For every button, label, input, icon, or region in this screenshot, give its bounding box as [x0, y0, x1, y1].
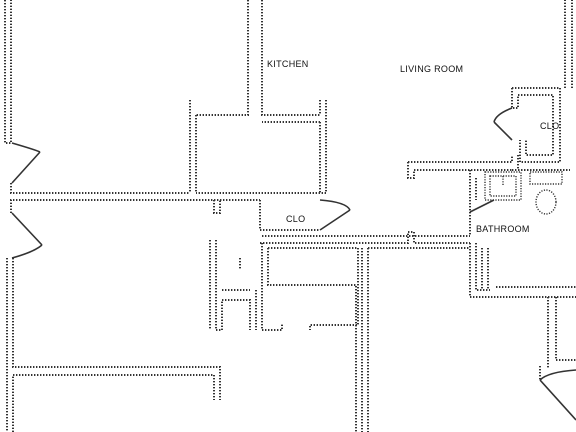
vanity-sink-icon	[484, 171, 522, 201]
kitchen-walls	[189, 0, 327, 194]
living-room-label: LIVING ROOM	[400, 64, 463, 74]
exterior-door-icon	[539, 379, 576, 421]
closet-center-label: CLO	[286, 214, 305, 224]
left-upper-door-icon	[11, 151, 41, 184]
outer-left-wall	[4, 0, 260, 432]
closet-right-label: CLO	[540, 121, 559, 131]
bathroom-door-icon	[469, 199, 495, 213]
kitchen-label: KITCHEN	[267, 59, 309, 69]
closet-center-door-icon	[319, 209, 351, 231]
doors	[11, 107, 576, 421]
bathroom-label: BATHROOM	[476, 224, 530, 234]
bathroom-walls	[469, 170, 576, 380]
toilet-bowl-icon	[535, 189, 557, 215]
closet-right-door-icon	[493, 121, 513, 141]
toilet-tank-icon	[529, 171, 563, 185]
right-closet-walls	[407, 0, 573, 179]
bathroom-fixtures	[484, 171, 563, 215]
corridor-walls	[209, 200, 470, 432]
left-lower-door-icon	[11, 212, 43, 246]
